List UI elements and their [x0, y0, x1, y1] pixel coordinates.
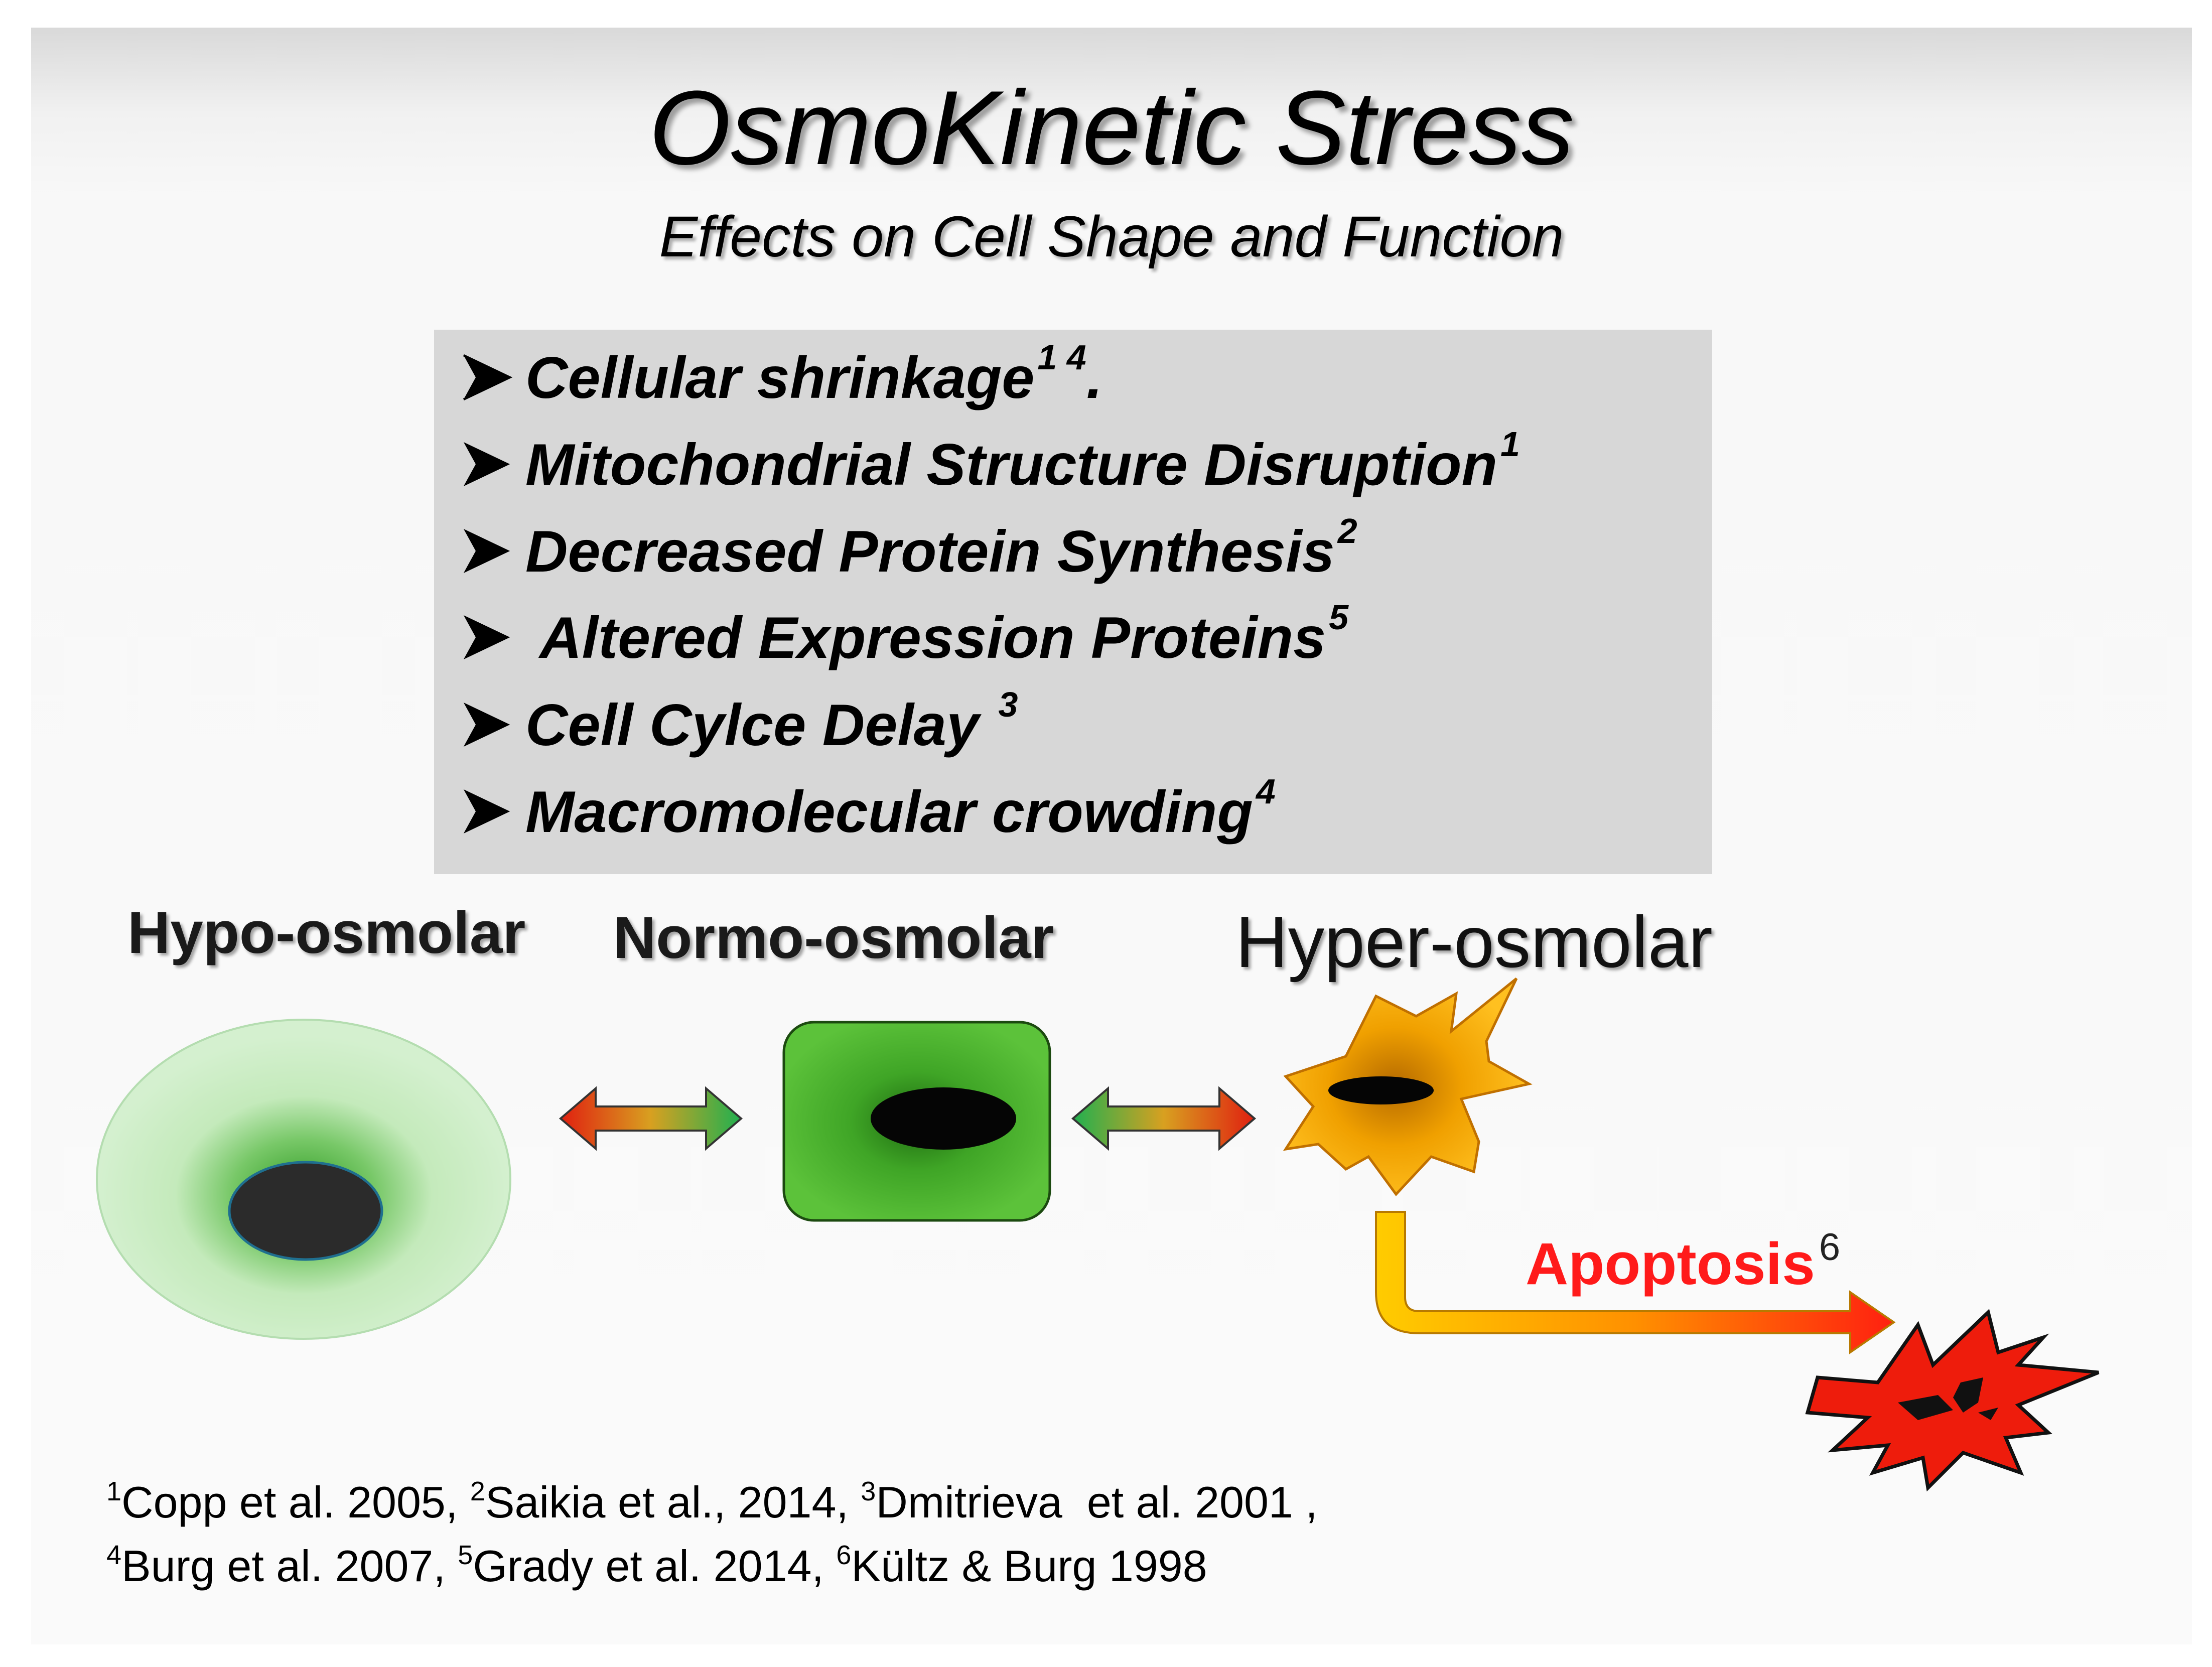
apoptosis-arrow	[1375, 1211, 1896, 1354]
effect-text: Cellular shrinkage	[525, 344, 1035, 410]
effect-suffix: .	[1086, 344, 1103, 410]
arrow-bullet-icon	[463, 615, 510, 659]
reference-number: 4	[106, 1540, 122, 1570]
reference-text: Burg et al. 2007,	[121, 1541, 458, 1591]
hyper-osmolar-label: Hyper-osmolar	[1235, 901, 1713, 983]
slide: OsmoKinetic Stress Effects on Cell Shape…	[31, 28, 2192, 1644]
hyper-osmolar-cell	[1283, 978, 1533, 1196]
effect-text: Macromolecular crowding	[525, 778, 1253, 845]
reference-text: Saikia et al., 2014,	[485, 1477, 861, 1527]
reference-text: Dmitrieva et al. 2001 ,	[876, 1477, 1318, 1527]
double-arrow-normo-hyper	[1071, 1086, 1257, 1151]
effect-item: Cell Cylce Delay 3	[459, 685, 1018, 762]
effect-ref: 1 4	[1037, 338, 1086, 377]
reference-text: Kültz & Burg 1998	[851, 1541, 1207, 1591]
reference-number: 1	[106, 1476, 122, 1506]
arrow-bullet-icon	[463, 442, 510, 486]
effect-ref: 1	[1500, 425, 1520, 464]
effect-text: Decreased Protein Synthesis	[525, 518, 1335, 584]
arrow-bullet-icon	[463, 354, 513, 400]
double-arrow-hypo-normo	[559, 1086, 743, 1151]
hypo-osmolar-label: Hypo-osmolar	[127, 900, 526, 966]
hypo-osmolar-cell	[96, 1019, 511, 1340]
reference-number: 6	[836, 1540, 852, 1570]
references-line-1: 1Copp et al. 2005, 2Saikia et al., 2014,…	[106, 1477, 1318, 1527]
hyper-nucleus	[1328, 1076, 1434, 1104]
reference-number: 5	[458, 1540, 473, 1570]
reference-number: 2	[470, 1476, 485, 1506]
apoptosis-text: Apoptosis	[1526, 1231, 1815, 1297]
reference-text: Grady et al. 2014,	[473, 1541, 837, 1591]
arrow-bullet-icon	[463, 703, 510, 747]
effect-ref: 4	[1256, 772, 1276, 811]
cell-diagram	[96, 978, 2100, 1492]
normo-nucleus	[871, 1087, 1016, 1150]
effect-text: Mitochondrial Structure Disruption	[525, 431, 1498, 497]
arrow-bullet-icon	[463, 789, 510, 834]
slide-subtitle: Effects on Cell Shape and Function	[659, 205, 1564, 269]
arrow-bullet-icon	[463, 529, 510, 573]
hypo-nucleus	[228, 1161, 383, 1261]
normo-osmolar-label: Normo-osmolar	[613, 905, 1054, 971]
reference-text: Copp et al. 2005,	[121, 1477, 470, 1527]
normo-osmolar-cell	[782, 1021, 1051, 1222]
effect-ref: 5	[1329, 598, 1349, 637]
effect-ref: 3	[998, 685, 1018, 724]
references-line-2: 4Burg et al. 2007, 5Grady et al. 2014, 6…	[106, 1541, 1207, 1591]
effect-ref: 2	[1337, 511, 1357, 550]
apoptosis-ref: 6	[1819, 1226, 1841, 1269]
effect-text: Altered Expression Proteins	[525, 604, 1326, 670]
reference-number: 3	[861, 1476, 876, 1506]
effect-text: Cell Cylce Delay	[525, 691, 996, 758]
apoptotic-cell	[1805, 1309, 2100, 1492]
apoptotic-fragments	[1898, 1377, 1998, 1420]
slide-title: OsmoKinetic Stress	[649, 69, 1574, 187]
